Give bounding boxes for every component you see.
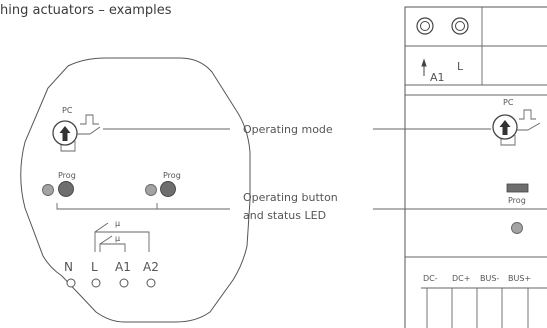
left-prog-bracket [56,203,158,210]
left-pulse-icon [80,114,99,125]
right-screw-2-inner [455,21,465,31]
left-contact-outer [94,231,150,252]
left-device: PC Prog Prog μ μ N L A [20,57,251,323]
right-device-housing [404,6,547,328]
left-mode-arrow-icon [59,126,71,141]
right-mode-arrow-icon [499,120,511,135]
diagram-title: hing actuators – examples [0,3,172,18]
left-prog-button-1 [58,181,74,197]
left-terminal-a1 [119,278,129,288]
left-terminal-n [66,278,76,288]
left-terminal-label-a1: A1 [115,260,131,274]
operating-button-label-line1: Operating button [243,191,338,204]
right-pc-label: PC [503,98,514,107]
left-status-led-2 [145,184,157,196]
right-terminal-label-a1: A1 [430,71,445,84]
right-bus-label-bus-plus: BUS+ [508,274,531,283]
operating-mode-label: Operating mode [243,123,333,136]
right-screw-1-inner [420,21,430,31]
left-prog-button-2 [160,181,176,197]
right-terminal-arrow-icon [421,58,427,76]
left-terminal-l [91,278,101,288]
right-prog-button [506,183,529,193]
operating-button-label-line2: and status LED [243,209,326,222]
left-status-led-1 [42,184,54,196]
left-contact-symbol-2: μ [115,234,120,243]
left-device-housing [20,57,251,323]
right-status-led [511,222,523,234]
left-contact-switch-2 [99,235,113,245]
left-prog-label-2: Prog [163,171,181,180]
right-terminal-label-l: L [457,60,464,73]
left-mode-switch-icon [77,126,108,135]
left-contact-symbol-1: μ [115,219,120,228]
left-mode-bracket [60,141,76,152]
left-terminal-label-n: N [64,260,73,274]
left-prog-label-1: Prog [58,171,76,180]
right-bus-label-dc-minus: DC- [423,274,438,283]
left-terminal-label-l: L [91,260,98,274]
left-pc-label: PC [62,106,73,115]
right-bus-label-bus-minus: BUS- [480,274,499,283]
right-pulse-icon [519,109,536,120]
left-terminal-a2 [146,278,156,288]
left-contact-inner [99,243,126,252]
right-bus-label-dc-plus: DC+ [452,274,470,283]
right-mode-bracket [500,135,516,146]
left-terminal-label-a2: A2 [143,260,159,274]
right-prog-label: Prog [508,196,526,205]
right-mode-switch-icon [517,122,541,131]
left-contact-switch-1 [94,222,109,233]
right-device: A1 L PC Prog DC- DC+ BUS- BUS+ [373,6,547,328]
